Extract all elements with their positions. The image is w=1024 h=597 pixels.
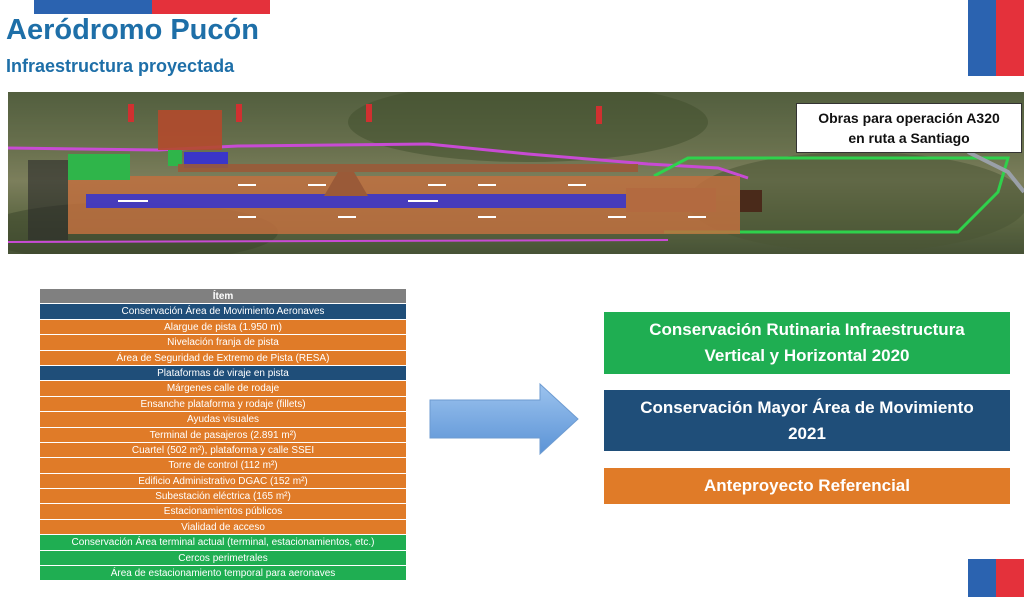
table-row: Ensanche plataforma y rodaje (fillets): [40, 396, 406, 413]
table-row: Cuartel (502 m²), plataforma y calle SSE…: [40, 442, 406, 459]
table-row: Conservación Área de Movimiento Aeronave…: [40, 304, 406, 320]
legend-green-line-2: Vertical y Horizontal 2020: [704, 346, 910, 365]
legend-blue-line-1: Conservación Mayor Área de Movimiento: [640, 397, 974, 417]
legend-orange-label: Anteproyecto Referencial: [704, 476, 910, 495]
table-row: Cercos perimetrales: [40, 550, 406, 567]
table-row: Conservación Área terminal actual (termi…: [40, 535, 406, 551]
items-table: Ítem Conservación Área de Movimiento Aer…: [40, 289, 406, 582]
table-row: Ayudas visuales: [40, 412, 406, 428]
legend-blue-line-2: 2021: [788, 423, 826, 443]
table-row: Edificio Administrativo DGAC (152 m²): [40, 473, 406, 490]
legend-green-box: Conservación Rutinaria Infraestructura V…: [604, 312, 1010, 374]
table-row: Estacionamientos públicos: [40, 504, 406, 520]
table-row: Plataformas de viraje en pista: [40, 365, 406, 382]
table-row: Vialidad de acceso: [40, 519, 406, 536]
table-row: Márgenes calle de rodaje: [40, 381, 406, 397]
callout-box: Obras para operación A320 en ruta a Sant…: [796, 103, 1022, 153]
table-row: Terminal de pasajeros (2.891 m²): [40, 427, 406, 443]
legend-green-line-1: Conservación Rutinaria Infraestructura: [649, 320, 965, 339]
page-subtitle: Infraestructura proyectada: [6, 56, 235, 76]
table-body: Conservación Área de Movimiento Aeronave…: [40, 304, 406, 582]
table-row: Torre de control (112 m²): [40, 458, 406, 474]
corner-flag-bottom: [968, 559, 1024, 597]
table-row: Área de Seguridad de Extremo de Pista (R…: [40, 350, 406, 366]
table-row: Subestación eléctrica (165 m²): [40, 489, 406, 505]
table-row: Área de estacionamiento temporal para ae…: [40, 566, 406, 582]
callout-line-2: en ruta a Santiago: [848, 130, 970, 146]
corner-flag-top: [968, 0, 1024, 76]
table-row: Alargue de pista (1.950 m): [40, 319, 406, 336]
header-flag-bar: [34, 0, 270, 14]
right-arrow-icon: [429, 382, 579, 456]
callout-line-1: Obras para operación A320: [818, 110, 1000, 126]
legend-orange-box: Anteproyecto Referencial: [604, 468, 1010, 504]
table-header: Ítem: [40, 289, 406, 305]
page-title: Aeródromo Pucón: [6, 14, 259, 46]
legend-blue-box: Conservación Mayor Área de Movimiento 20…: [604, 390, 1010, 451]
table-row: Nivelación franja de pista: [40, 335, 406, 351]
